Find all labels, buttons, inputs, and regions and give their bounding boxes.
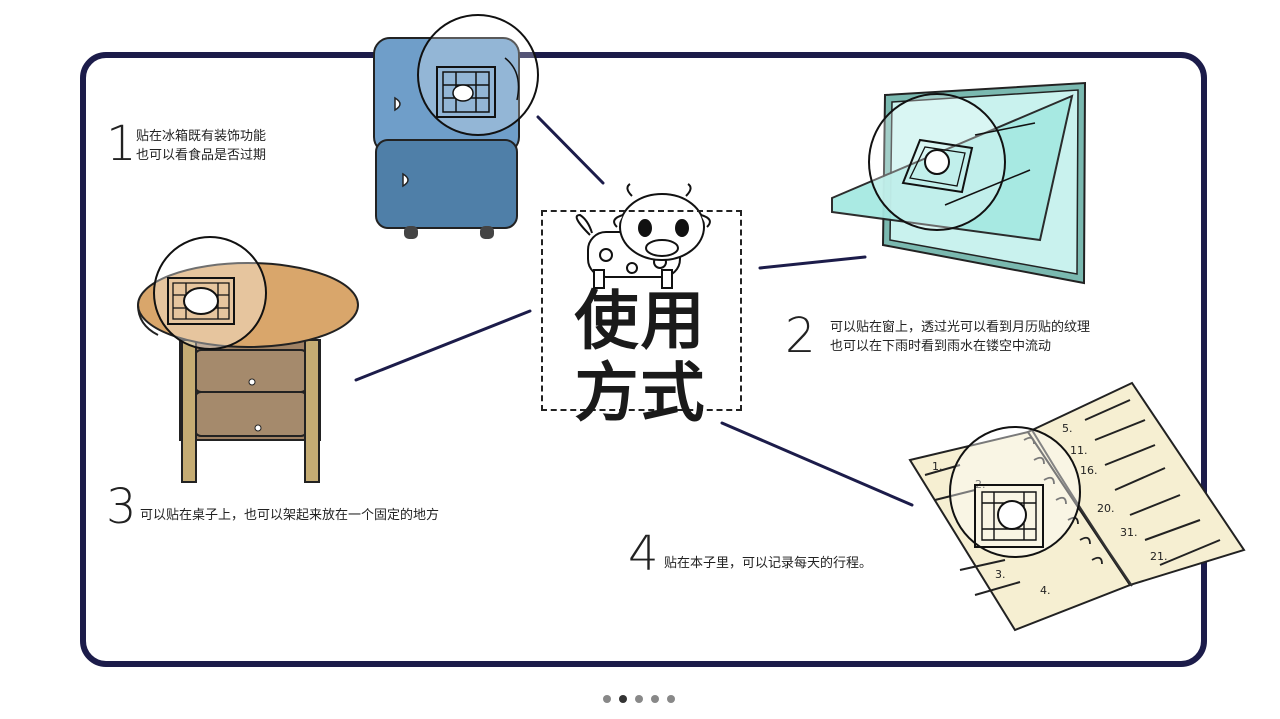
connector-line-4 (720, 421, 914, 507)
connector-line-1 (536, 115, 605, 185)
pagination-dot[interactable] (651, 695, 659, 703)
window-illustration (831, 81, 1087, 285)
pagination-dot[interactable] (619, 695, 627, 703)
item-1-text: 贴在冰箱既有装饰功能 也可以看食品是否过期 (136, 127, 266, 165)
notebook-mark-3: 3. (995, 568, 1006, 581)
title-box (541, 210, 742, 411)
notebook-mark-11: 11. (1070, 444, 1088, 457)
item-2-text: 可以贴在窗上，透过光可以看到月历贴的纹理 也可以在下雨时看到雨水在镂空中流动 (830, 318, 1090, 356)
item-1-line-1: 贴在冰箱既有装饰功能 (136, 129, 267, 144)
notebook-mark-4: 4. (1040, 584, 1051, 597)
item-1-number: 1 (106, 116, 137, 172)
item-4-text: 贴在本子里，可以记录每天的行程。 (664, 554, 872, 573)
item-3-number: 3 (106, 479, 137, 535)
item-3-text: 可以贴在桌子上，也可以架起来放在一个固定的地方 (140, 506, 439, 525)
item-2-line-2: 也可以在下雨时看到雨水在镂空中流动 (830, 339, 1052, 354)
notebook-mark-5: 5. (1062, 422, 1073, 435)
title-line-1: 使用 (574, 285, 707, 359)
item-1-line-2: 也可以看食品是否过期 (136, 148, 267, 163)
pagination-dot[interactable] (667, 695, 675, 703)
notebook-mark-1: 1. (932, 460, 943, 473)
notebook-mark-31: 31. (1120, 526, 1138, 539)
notebook-mark-16: 16. (1080, 464, 1098, 477)
notebook-mark-21: 21. (1150, 550, 1168, 563)
fridge-illustration (373, 14, 539, 239)
item-2-line-1: 可以贴在窗上，透过光可以看到月历贴的纹理 (830, 320, 1091, 335)
item-3-line-1: 可以贴在桌子上，也可以架起来放在一个固定的地方 (140, 508, 440, 523)
title-line-2: 方式 (574, 357, 707, 431)
pagination-dots (603, 695, 678, 705)
connector-line-3 (354, 309, 532, 382)
notebook-illustration: 5. 11. 16. 20. 31. 21. 1. 2. 3. 4. (908, 381, 1246, 632)
notebook-mark-20: 20. (1097, 502, 1115, 515)
item-4-number: 4 (628, 526, 659, 582)
pagination-dot[interactable] (635, 695, 643, 703)
connector-line-2 (758, 255, 867, 270)
item-4-line-1: 贴在本子里，可以记录每天的行程。 (664, 556, 873, 571)
item-2-number: 2 (785, 308, 816, 364)
table-illustration (137, 236, 359, 483)
pagination-dot[interactable] (603, 695, 611, 703)
